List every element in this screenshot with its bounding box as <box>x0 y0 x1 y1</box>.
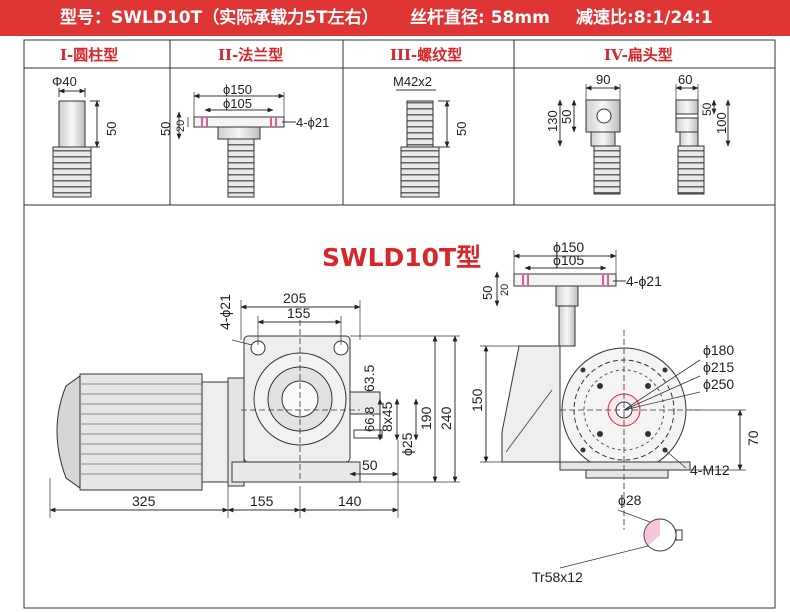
type2-flange-drawing <box>176 92 296 198</box>
dim-t2-flange: ϕ150 <box>223 82 252 97</box>
dim-t2-height: 50 <box>158 122 173 136</box>
header-ratio: 减速比:8:1/24:1 <box>576 8 713 28</box>
type4-flathead-drawing <box>557 84 731 195</box>
dim-sv-70: 70 <box>745 430 761 446</box>
dim-t1-dia: Φ40 <box>52 74 77 89</box>
dim-sv-height: 50 <box>480 286 495 300</box>
outer-border <box>23 39 776 609</box>
type3-thread-drawing <box>396 89 450 198</box>
dim-t3-len: 50 <box>454 122 469 136</box>
type4-label: IV-扁头型 <box>604 46 673 64</box>
dim-fv-205: 205 <box>283 290 307 306</box>
dim-fv-155b: 155 <box>250 493 274 509</box>
dim-t4-head: 50 <box>559 110 574 124</box>
dim-t4-total: 130 <box>545 110 560 132</box>
dim-t4b-width: 60 <box>678 72 692 87</box>
dim-fv-shaft: ϕ25 <box>399 432 415 456</box>
dim-t1-len: 50 <box>104 122 119 136</box>
dim-fv-190: 190 <box>418 406 434 430</box>
dim-fv-key: 8x45 <box>379 401 395 432</box>
header-bar <box>0 0 790 36</box>
dim-t4b-slot: 50 <box>700 102 714 116</box>
dim-sv-bolts: 4-M12 <box>690 462 730 478</box>
dim-sv-150: 150 <box>469 388 485 412</box>
dim-t2-pcd: ϕ105 <box>223 96 252 111</box>
side-view-drawing <box>480 250 746 569</box>
dim-t2-holes: 4-ϕ21 <box>296 115 329 130</box>
dim-t4b-total: 100 <box>714 112 729 134</box>
dim-sv-thick: 20 <box>499 284 511 296</box>
main-title: SWLD10T型 <box>322 243 482 272</box>
front-view-drawing <box>49 300 460 518</box>
type3-label: III-螺纹型 <box>390 46 463 64</box>
dim-fv-668: 66.8 <box>362 407 377 432</box>
header-model: 型号：SWLD10T（实际承载力5T左右） <box>60 8 379 28</box>
type2-label: II-法兰型 <box>218 46 284 64</box>
dim-sv-holes: 4-ϕ21 <box>626 273 662 289</box>
dim-fv-325: 325 <box>132 493 156 509</box>
dim-fv-140: 140 <box>338 493 362 509</box>
dim-fv-holes: 4-ϕ21 <box>217 294 233 330</box>
dim-fv-240: 240 <box>438 406 454 430</box>
dim-t2-thick: 20 <box>175 120 187 132</box>
dim-fv-50: 50 <box>362 457 378 473</box>
dim-thread-spec: Tr58x12 <box>532 569 583 585</box>
dim-fv-155: 155 <box>287 305 311 321</box>
dim-fv-635: 63.5 <box>361 365 377 392</box>
dim-sv-180: ϕ180 <box>703 342 734 358</box>
dim-sv-pcd: ϕ105 <box>553 252 584 268</box>
dim-sv-250: ϕ250 <box>703 376 734 392</box>
type1-cylinder-drawing <box>52 88 100 198</box>
dim-sv-215: ϕ215 <box>703 359 734 375</box>
dim-t3-thread: M42x2 <box>393 74 432 89</box>
dim-sv-flange: ϕ150 <box>553 239 584 255</box>
type1-label: I-圆柱型 <box>60 46 119 64</box>
dim-t4-width: 90 <box>596 72 610 87</box>
header-screw-diameter: 丝杆直径: 58mm <box>410 8 550 28</box>
dim-shaft-dia: ϕ28 <box>618 492 642 508</box>
